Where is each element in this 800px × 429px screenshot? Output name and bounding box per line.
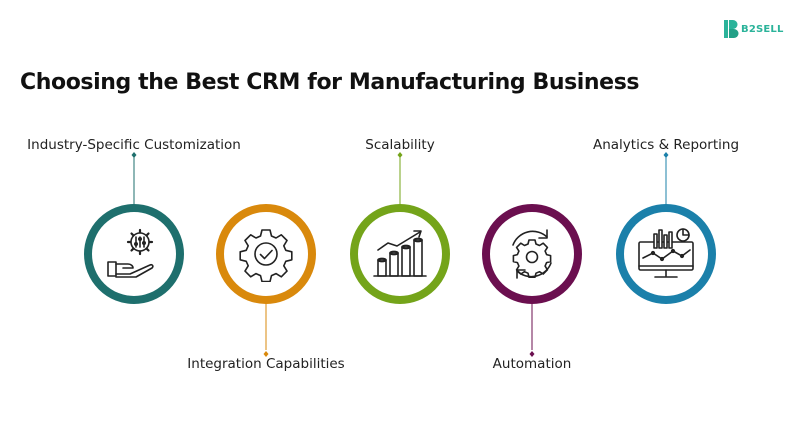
hand-gear-icon [107, 228, 154, 278]
ring-scalability [350, 204, 450, 304]
brand-logo: B2SELL [723, 19, 784, 39]
page-title: Choosing the Best CRM for Manufacturing … [20, 70, 640, 95]
automation-gear-icon [512, 229, 552, 279]
ring-automation [482, 204, 582, 304]
analytics-dashboard-icon [638, 228, 694, 278]
gear-check-icon [239, 229, 293, 282]
connector-dot-1 [131, 152, 137, 158]
connector-dot-2 [263, 351, 269, 357]
connector-dot-3 [397, 152, 403, 158]
ring-integration-capabilities [216, 204, 316, 304]
growth-chart-icon [373, 230, 427, 277]
ring-analytics-reporting [616, 204, 716, 304]
label-integration-capabilities: Integration Capabilities [187, 356, 345, 372]
connector-dot-4 [529, 351, 535, 357]
label-industry-specific-customization: Industry-Specific Customization [27, 137, 241, 153]
ring-industry-specific-customization [84, 204, 184, 304]
label-scalability: Scalability [365, 137, 435, 153]
label-automation: Automation [492, 356, 572, 372]
label-analytics-reporting: Analytics & Reporting [592, 137, 740, 153]
b2sell-logo-icon [724, 20, 739, 38]
logo-text: B2SELL [741, 23, 784, 35]
connector-dot-5 [663, 152, 669, 158]
